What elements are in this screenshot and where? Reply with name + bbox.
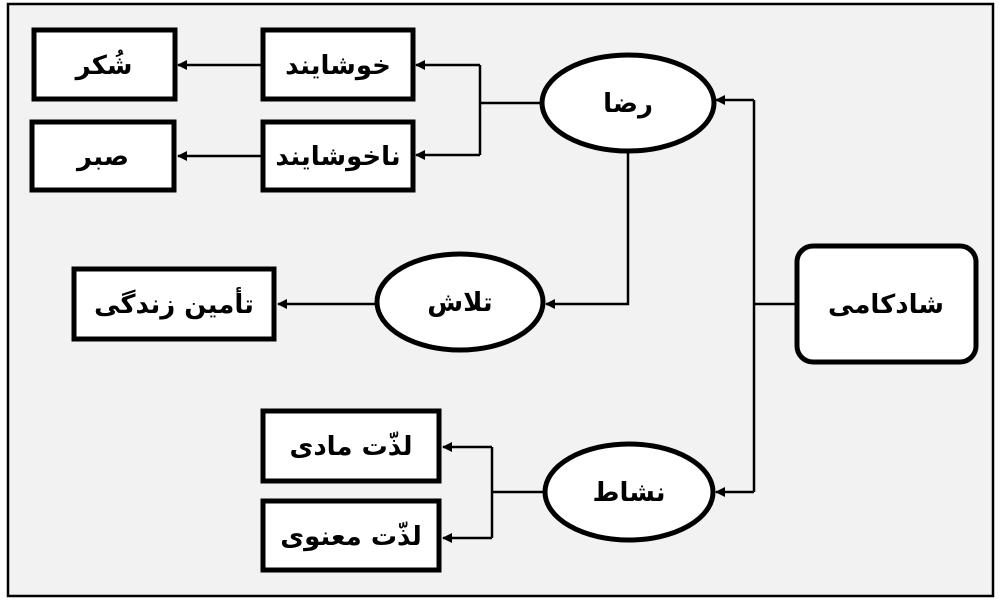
- node-gratitude-label: شُکر: [74, 50, 133, 81]
- node-unpleasant: ناخوشایند: [260, 119, 416, 193]
- node-satisfaction: رضا: [539, 52, 717, 154]
- node-livelihood: تأمین زندگی: [71, 266, 277, 342]
- node-material-pleasure: لذّت مادی: [260, 408, 442, 484]
- node-vitality: نشاط: [542, 441, 716, 543]
- node-effort: تلاش: [374, 251, 546, 353]
- node-root: شادکامی: [794, 243, 979, 365]
- node-pleasant: خوشایند: [260, 27, 416, 102]
- node-patience-label: صبر: [75, 142, 129, 172]
- node-patience: صبر: [29, 119, 177, 193]
- node-spiritual-pleasure: لذّت معنوی: [260, 498, 442, 573]
- node-pleasant-label: خوشایند: [285, 51, 391, 81]
- node-gratitude: شُکر: [31, 27, 178, 102]
- node-material-pleasure-label: لذّت مادی: [290, 431, 413, 462]
- node-unpleasant-label: ناخوشایند: [275, 142, 400, 172]
- edges: [177, 60, 796, 543]
- node-livelihood-label: تأمین زندگی: [94, 287, 254, 320]
- node-root-label: شادکامی: [828, 290, 944, 320]
- node-spiritual-pleasure-label: لذّت معنوی: [280, 521, 421, 552]
- node-satisfaction-label: رضا: [603, 89, 653, 119]
- edge-satisfaction-to-effort: [545, 151, 630, 309]
- node-effort-label: تلاش: [427, 288, 492, 318]
- node-vitality-label: نشاط: [593, 478, 666, 508]
